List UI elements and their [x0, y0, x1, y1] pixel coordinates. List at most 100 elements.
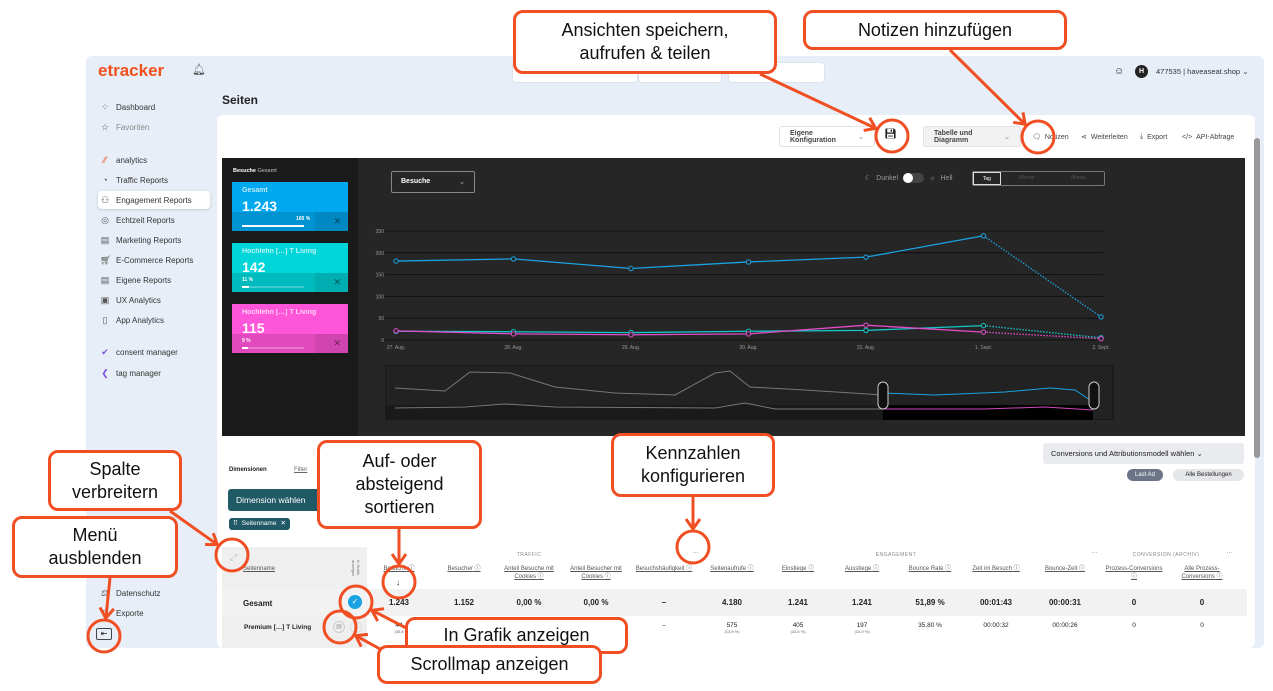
close-icon[interactable]: ✕ — [333, 277, 341, 287]
info-icon[interactable]: ⓘ — [945, 566, 952, 572]
more-icon[interactable]: … — [692, 548, 699, 555]
info-icon[interactable]: ⓘ — [408, 566, 415, 572]
sidebar-item-tag-manager[interactable]: ❮tag manager — [98, 364, 210, 382]
show-in-chart-icon[interactable]: ⟋ — [350, 621, 362, 633]
avatar[interactable]: H — [1135, 65, 1148, 78]
column-header[interactable]: Anteil Besucher mit Cookies ⓘ — [564, 565, 628, 581]
table-cell: 4.180 — [722, 598, 742, 607]
range-handle-left — [877, 381, 889, 410]
dimension-chip[interactable]: ⠿Seitenname✕ — [229, 518, 290, 530]
bell-icon[interactable]: 🔔︎ — [192, 64, 206, 76]
column-header[interactable]: Seitenaufrufe ⓘ — [700, 565, 764, 573]
drag-handle-icon[interactable]: ⠿ — [233, 520, 238, 527]
info-icon[interactable]: ⓘ — [1013, 566, 1020, 572]
row-name[interactable]: Premium […] T Living — [244, 624, 312, 631]
sidebar-item-ux-analytics[interactable]: ▣UX Analytics — [98, 291, 210, 309]
column-header[interactable]: Bounce-Zeit ⓘ — [1033, 565, 1097, 573]
api-button[interactable]: </>API-Abfrage — [1182, 128, 1234, 146]
sidebar-item-traffic-reports[interactable]: ◔Traffic Reports — [98, 171, 210, 189]
column-header[interactable]: Besuche ⓘ — [367, 565, 431, 573]
card-percent: 100 % — [296, 216, 311, 222]
sidebar-item-app-analytics[interactable]: ▯App Analytics — [98, 311, 210, 329]
view-select[interactable]: Tabelle und Diagramm⌄ — [923, 126, 1021, 147]
column-header-seitenname[interactable]: Seitenname — [243, 566, 276, 572]
all-orders-button[interactable]: Alle Bestellungen — [1173, 469, 1244, 481]
account-selector[interactable]: 477535 | haveaseat.shop ⌄ — [1156, 67, 1249, 76]
row-name[interactable]: Gesamt — [243, 599, 273, 608]
more-icon[interactable]: … — [1091, 548, 1098, 555]
data-point — [1098, 314, 1104, 320]
tab-woche[interactable]: Woche — [1018, 175, 1035, 181]
config-select[interactable]: Eigene Konfiguration⌄ — [779, 126, 875, 147]
show-in-chart-checked-icon[interactable]: ✓ — [348, 595, 362, 609]
tab-filter[interactable]: Filter — [294, 467, 308, 473]
info-icon[interactable]: ⓘ — [808, 566, 815, 572]
tab-tag[interactable]: Tag — [973, 172, 1001, 185]
export-button[interactable]: ⤓Export — [1140, 128, 1167, 146]
theme-toggle[interactable] — [903, 173, 925, 183]
sidebar-item-echtzeit-reports[interactable]: ◎Echtzeit Reports — [98, 211, 210, 229]
series-card[interactable]: Hochlehn […] T Living 142 11 % ✕ — [232, 243, 348, 292]
metric-select[interactable]: Besuche⌄ — [391, 171, 475, 193]
last-ad-button[interactable]: Last Ad — [1127, 469, 1163, 481]
scrollbar[interactable] — [1254, 138, 1260, 458]
card-percent: 9 % — [242, 338, 251, 344]
info-icon[interactable]: ⓘ — [1130, 574, 1137, 580]
table-cell: 1.241 — [788, 598, 808, 607]
column-header[interactable]: Ausstiege ⓘ — [830, 565, 894, 573]
info-icon[interactable]: ⓘ — [474, 566, 481, 572]
sidebar-item-analytics[interactable]: ⁄⁄analytics — [98, 151, 210, 169]
sidebar-item-favoriten[interactable]: ☆Favoriten — [98, 118, 210, 136]
range-navigator[interactable] — [385, 365, 1117, 420]
conversions-select[interactable]: Conversions und Attributionsmodell wähle… — [1043, 443, 1244, 464]
column-label: Besuche — [383, 566, 407, 572]
more-icon[interactable]: … — [1226, 548, 1233, 555]
share-button[interactable]: ⋖Weiterleiten — [1081, 128, 1128, 146]
info-icon[interactable]: ⓘ — [686, 566, 693, 572]
sidebar-item-marketing-reports[interactable]: ▤Marketing Reports — [98, 231, 210, 249]
info-icon[interactable]: ⓘ — [604, 574, 611, 580]
info-icon[interactable]: ⓘ — [1216, 574, 1223, 580]
info-icon[interactable]: ⓘ — [1079, 566, 1086, 572]
info-icon[interactable]: ⓘ — [537, 574, 544, 580]
etracker-logo[interactable]: etracker — [98, 61, 165, 80]
column-header[interactable]: Bounce Rate ⓘ — [898, 565, 962, 573]
card-progress — [242, 347, 304, 349]
sidebar-item-e-commerce-reports[interactable]: 🛒︎E-Commerce Reports — [98, 251, 210, 269]
close-icon[interactable]: ✕ — [333, 338, 341, 348]
tab-dimensionen[interactable]: Dimensionen — [229, 467, 267, 473]
column-header[interactable]: Alle Prozess-Conversions ⓘ — [1170, 565, 1234, 581]
choose-dimension-button[interactable]: Dimension wählen — [228, 489, 320, 511]
scrollmap-icon[interactable]: ▤ — [333, 621, 345, 633]
table-cell: 0 — [1132, 622, 1136, 629]
remove-icon[interactable]: ✕ — [280, 520, 286, 527]
cell-value: 00:01:43 — [979, 598, 1013, 607]
sidebar-item-engagement-reports[interactable]: ⚇Engagement Reports — [98, 191, 210, 209]
smiley-icon[interactable]: ☺ — [1114, 66, 1125, 77]
series-card[interactable]: Gesamt 1.243 100 % ✕ — [232, 182, 348, 231]
x-tick-label: 1. Sept. — [975, 345, 992, 351]
column-header[interactable]: Anteil Besuche mit Cookies ⓘ — [497, 565, 561, 581]
period-tabs: Tag Woche Monat — [972, 171, 1105, 186]
column-header[interactable]: Zeit im Besuch ⓘ — [964, 565, 1028, 573]
x-tick-label: 27. Aug. — [387, 345, 405, 351]
sort-desc-icon[interactable]: ↓ — [396, 578, 400, 587]
sidebar-item-eigene-reports[interactable]: ▤Eigene Reports — [98, 271, 210, 289]
sidebar-item-consent-manager[interactable]: ✔consent manager — [98, 343, 210, 361]
column-header[interactable]: Besuchshäufigkeit ⓘ — [632, 565, 696, 573]
series-card[interactable]: Hochlehn […] T Living 115 9 % ✕ — [232, 304, 348, 353]
column-label: Anteil Besucher mit Cookies — [570, 566, 622, 580]
info-icon[interactable]: ⓘ — [873, 566, 880, 572]
range-handle-right — [1088, 381, 1100, 410]
cards-header-label: Gesamt — [257, 168, 277, 174]
column-header[interactable]: Einstiege ⓘ — [766, 565, 830, 573]
expand-column-icon[interactable]: ⤢ — [230, 552, 238, 562]
close-icon[interactable]: ✕ — [333, 216, 341, 226]
column-header[interactable]: Prozess-Conversions ⓘ — [1102, 565, 1166, 581]
data-point — [980, 233, 987, 239]
info-icon[interactable]: ⓘ — [747, 566, 754, 572]
column-group-header: ENGAGEMENT — [875, 552, 917, 558]
column-header[interactable]: Besucher ⓘ — [432, 565, 496, 573]
tab-monat[interactable]: Monat — [1071, 175, 1086, 181]
sidebar-item-dashboard[interactable]: ⁘Dashboard — [98, 98, 210, 116]
